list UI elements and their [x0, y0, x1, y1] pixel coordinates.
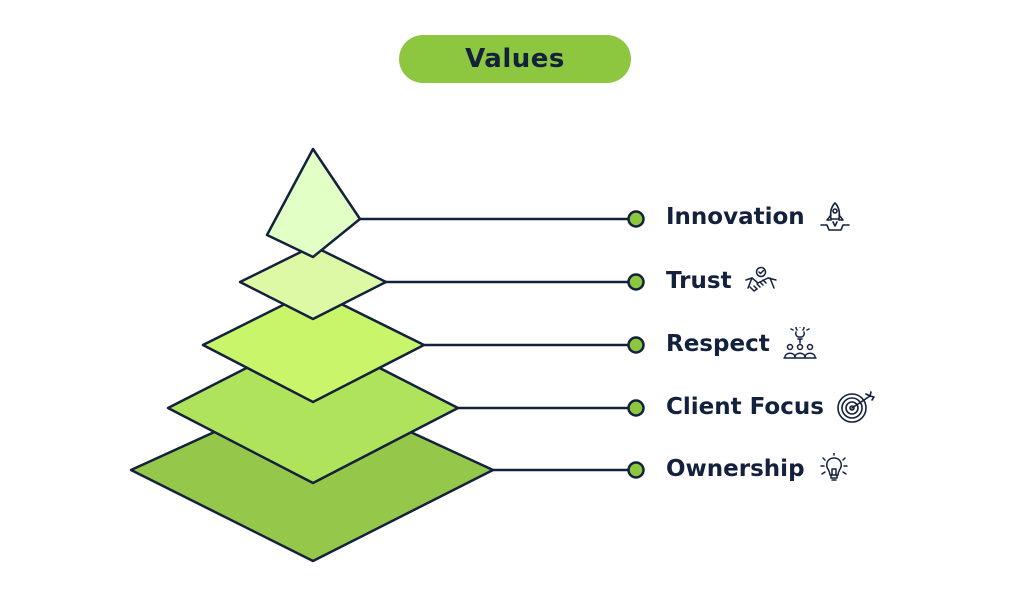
connector-dot-ownership — [627, 461, 645, 479]
value-label-client-focus: Client Focus — [666, 394, 824, 420]
value-item-ownership: Ownership — [666, 453, 851, 485]
target-icon — [837, 391, 875, 423]
rocket-icon — [819, 202, 850, 231]
connector-dot-client-focus — [627, 399, 645, 417]
pyramid-layer-innovation — [265, 147, 362, 259]
lightbulb-icon — [819, 453, 848, 481]
value-item-respect: Respect — [666, 327, 818, 360]
value-label-ownership: Ownership — [666, 456, 805, 482]
pyramid-layer-respect — [201, 288, 426, 404]
value-label-innovation: Innovation — [666, 204, 805, 230]
pyramid-layer-client-focus — [166, 332, 460, 485]
value-item-trust: Trust — [666, 265, 778, 297]
diagram-title: Values — [465, 44, 565, 74]
handshake-icon — [744, 266, 777, 292]
value-item-innovation: Innovation — [666, 201, 853, 233]
value-label-trust: Trust — [666, 268, 732, 294]
connector-dot-innovation — [627, 210, 645, 228]
title-pill: Values — [399, 35, 631, 83]
team-idea-icon — [782, 327, 817, 359]
pyramid-layer-trust — [238, 244, 388, 321]
connector-dot-trust — [627, 273, 645, 291]
connector-dot-respect — [627, 336, 645, 354]
value-item-client-focus: Client Focus — [666, 391, 878, 423]
value-label-respect: Respect — [666, 331, 770, 357]
